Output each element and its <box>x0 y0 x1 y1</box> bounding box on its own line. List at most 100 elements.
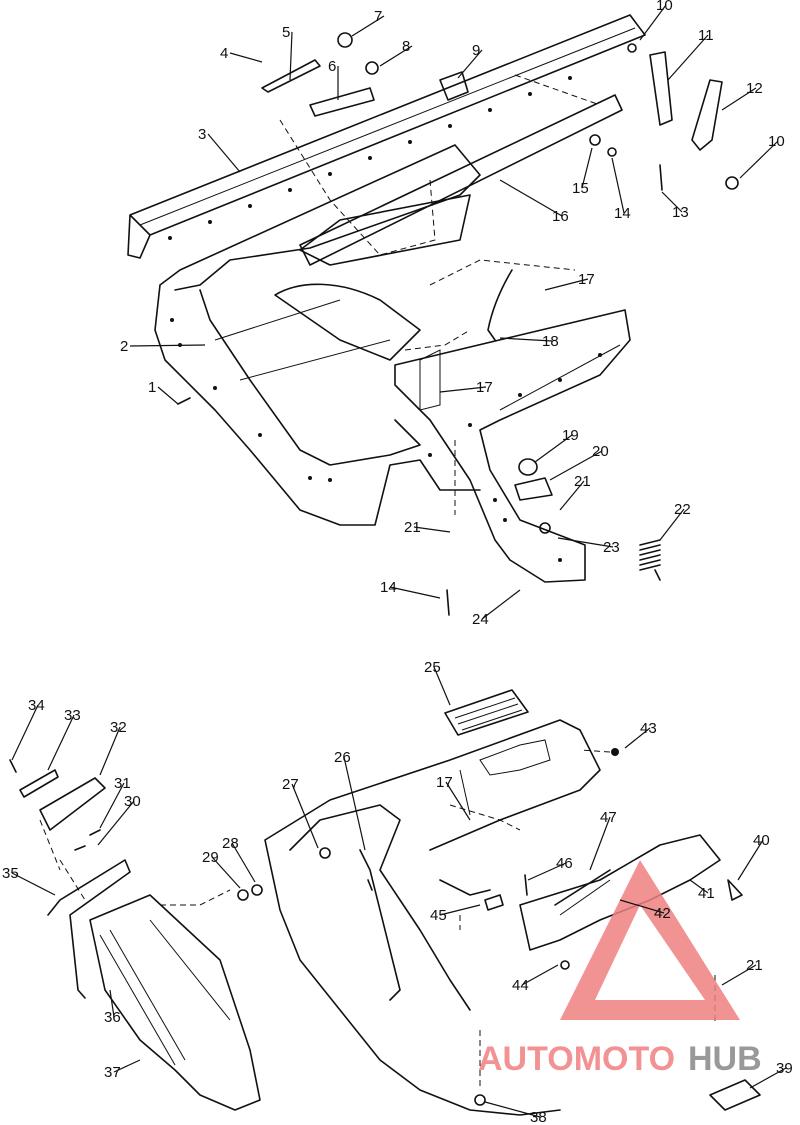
callout-leader <box>47 714 75 771</box>
callout-6: 6 <box>328 58 339 100</box>
callout-leader <box>389 586 441 599</box>
callout-leader <box>737 839 764 881</box>
callout-number: 12 <box>746 80 763 97</box>
callout-leader <box>229 52 263 63</box>
callout-leader <box>661 191 683 213</box>
part-38-nut <box>474 1094 486 1106</box>
callout-46: 46 <box>527 855 573 881</box>
watermark-brand-part1: AUTOMOTO <box>478 1040 675 1078</box>
callout-leader <box>413 526 451 533</box>
callout-38: 38 <box>484 1101 547 1125</box>
part-44-grommet <box>560 960 570 970</box>
part-18-rod <box>487 269 513 341</box>
callout-40: 40 <box>737 832 770 881</box>
callout-41: 41 <box>689 879 715 902</box>
part-7-clip <box>337 32 353 48</box>
watermark-triangle <box>560 860 740 1020</box>
callout-number: 6 <box>328 58 336 75</box>
callout-19: 19 <box>534 427 579 463</box>
callout-leader <box>433 666 451 706</box>
callout-29: 29 <box>202 849 241 889</box>
part-8-clip <box>365 61 379 75</box>
callout-21: 21 <box>559 473 591 511</box>
callout-number: 35 <box>2 865 19 882</box>
callout-leader <box>549 450 603 481</box>
callout-leader <box>351 15 385 37</box>
callout-16: 16 <box>499 179 569 225</box>
lower-assembly <box>9 689 761 1116</box>
callout-number: 14 <box>614 205 631 222</box>
callout-number: 40 <box>753 832 770 849</box>
callout-number: 38 <box>530 1109 547 1125</box>
callout-number: 21 <box>746 957 763 974</box>
callout-33: 33 <box>47 707 81 771</box>
callout-number: 17 <box>436 774 453 791</box>
part-22-spring <box>639 539 661 581</box>
callout-leader <box>527 862 567 881</box>
callout-leader <box>289 31 293 81</box>
callout-21: 21 <box>721 957 763 986</box>
part-32-bracket <box>39 777 106 831</box>
callout-leader <box>667 34 709 81</box>
part-46-pin <box>524 874 528 896</box>
callout-number: 17 <box>578 271 595 288</box>
callout-number: 2 <box>120 338 128 355</box>
callout-11: 11 <box>667 27 714 81</box>
callout-number: 33 <box>64 707 81 724</box>
callout-35: 35 <box>2 865 56 896</box>
callout-number: 9 <box>472 42 480 59</box>
callout-26: 26 <box>334 749 366 851</box>
callout-number: 36 <box>104 1009 121 1026</box>
part-13-pin <box>659 164 663 191</box>
callout-leader <box>231 842 256 883</box>
callout-leader <box>157 386 179 405</box>
callout-number: 8 <box>402 38 410 55</box>
callout-17: 17 <box>436 774 471 821</box>
callout-leader <box>129 344 206 347</box>
part-9-latch <box>439 71 469 101</box>
part-31-bolt <box>89 829 101 836</box>
callout-leader <box>544 278 589 291</box>
callout-leader <box>659 508 685 541</box>
part-24-side-panel <box>394 309 631 583</box>
callout-leader <box>721 964 757 986</box>
callout-number: 15 <box>572 180 589 197</box>
callout-leader <box>11 704 39 761</box>
part-10-cap-b <box>725 176 739 190</box>
callout-leader <box>484 1101 541 1118</box>
callout-leader <box>113 1059 141 1073</box>
callout-27: 27 <box>282 776 319 849</box>
part-5-trim <box>261 59 321 93</box>
callout-leader <box>11 872 56 896</box>
callout-number: 23 <box>603 539 620 556</box>
part-29-washer <box>237 889 249 901</box>
callout-leader <box>521 964 559 986</box>
callout-leader <box>99 782 125 829</box>
callout-47: 47 <box>589 809 617 871</box>
part-47-rod <box>554 869 611 906</box>
upper-assembly <box>127 14 739 616</box>
callout-22: 22 <box>659 501 691 541</box>
callout-32: 32 <box>99 719 127 776</box>
callout-number: 41 <box>698 885 715 902</box>
lower-body <box>264 719 601 1116</box>
callout-leader <box>343 756 366 851</box>
callout-45: 45 <box>430 904 481 924</box>
callout-number: 20 <box>592 443 609 460</box>
callout-leader <box>581 147 593 189</box>
callout-number: 11 <box>698 27 714 44</box>
callout-18: 18 <box>499 333 559 350</box>
part-19-grommet <box>518 458 538 476</box>
part-23-fastener <box>539 522 551 534</box>
callout-number: 16 <box>552 208 569 225</box>
callout-leader <box>109 989 115 1018</box>
callout-leader <box>749 1067 787 1089</box>
callout-leader <box>445 781 471 821</box>
callout-number: 31 <box>114 775 131 792</box>
callout-leader <box>639 4 667 41</box>
callout-leader <box>99 726 121 776</box>
part-10-cap <box>627 43 637 53</box>
callout-14: 14 <box>611 157 631 222</box>
callout-number: 24 <box>472 611 489 628</box>
